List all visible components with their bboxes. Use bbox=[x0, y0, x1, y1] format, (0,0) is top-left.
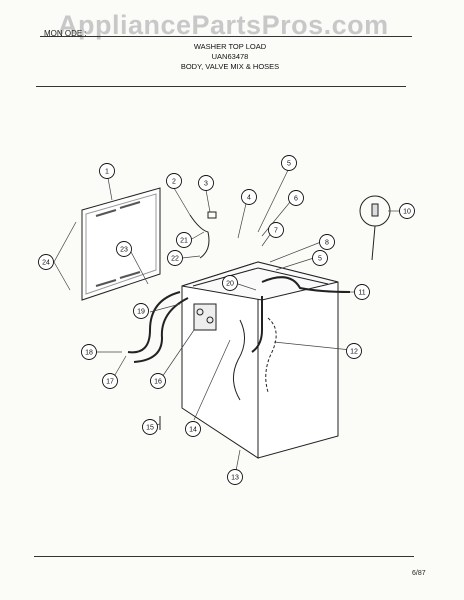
header-rule bbox=[36, 86, 406, 87]
svg-text:1: 1 bbox=[105, 169, 109, 176]
svg-text:15: 15 bbox=[146, 425, 154, 432]
svg-text:10: 10 bbox=[403, 209, 411, 216]
callout-5b: 5 bbox=[312, 250, 328, 266]
svg-text:7: 7 bbox=[274, 228, 278, 235]
svg-text:3: 3 bbox=[204, 181, 208, 188]
callout-10: 10 bbox=[399, 203, 415, 219]
callout-11: 11 bbox=[354, 284, 370, 300]
svg-text:22: 22 bbox=[171, 256, 179, 263]
callout-24: 24 bbox=[38, 254, 54, 270]
fill-hoses bbox=[127, 276, 351, 363]
callout-14: 14 bbox=[185, 421, 201, 437]
title-line-1: WASHER TOP LOAD bbox=[193, 42, 267, 51]
callout-16: 16 bbox=[150, 373, 166, 389]
callout-15: 15 bbox=[142, 419, 158, 435]
callout-6: 6 bbox=[288, 190, 304, 206]
callout-19: 19 bbox=[133, 303, 149, 319]
callout-17: 17 bbox=[102, 373, 118, 389]
callout-18: 18 bbox=[81, 344, 97, 360]
clip-part bbox=[207, 211, 217, 219]
model-code: MON ODE : bbox=[44, 29, 87, 38]
svg-text:17: 17 bbox=[106, 379, 114, 386]
date-code: 6/87 bbox=[412, 570, 426, 577]
svg-text:4: 4 bbox=[247, 195, 251, 202]
svg-text:11: 11 bbox=[358, 290, 365, 297]
callout-3: 3 bbox=[198, 175, 214, 191]
callout-1: 1 bbox=[99, 163, 115, 179]
title-line-3: BODY, VALVE MIX & HOSES bbox=[180, 62, 280, 71]
drain-hose bbox=[251, 296, 263, 353]
svg-text:5: 5 bbox=[318, 256, 322, 263]
svg-text:23: 23 bbox=[120, 247, 128, 254]
watermark: AppliancePartsPros.com bbox=[58, 10, 389, 40]
svg-text:18: 18 bbox=[85, 350, 93, 357]
callout-21: 21 bbox=[176, 232, 192, 248]
callout-12: 12 bbox=[346, 343, 362, 359]
detail-bubble bbox=[359, 195, 391, 261]
callout-7: 7 bbox=[268, 222, 284, 238]
callout-13: 13 bbox=[227, 469, 243, 485]
footer-rule bbox=[34, 556, 414, 557]
svg-text:14: 14 bbox=[189, 427, 197, 434]
callout-2: 2 bbox=[166, 173, 182, 189]
svg-text:24: 24 bbox=[42, 260, 50, 267]
callout-5: 5 bbox=[281, 155, 297, 171]
svg-text:12: 12 bbox=[350, 349, 358, 356]
cabinet-body bbox=[181, 261, 339, 459]
svg-text:16: 16 bbox=[154, 379, 162, 386]
hose-clamp-part bbox=[189, 214, 210, 259]
callout-8: 8 bbox=[319, 234, 335, 250]
leader-lines bbox=[53, 167, 400, 477]
svg-text:19: 19 bbox=[137, 309, 145, 316]
mixing-valve bbox=[193, 303, 217, 331]
top-rule bbox=[40, 36, 412, 37]
svg-text:8: 8 bbox=[325, 240, 329, 247]
callout-22: 22 bbox=[167, 250, 183, 266]
svg-text:5: 5 bbox=[287, 161, 291, 168]
title-line-2: UAN63478 bbox=[211, 52, 249, 61]
svg-text:20: 20 bbox=[226, 281, 234, 288]
svg-text:2: 2 bbox=[172, 179, 176, 186]
callout-4: 4 bbox=[241, 189, 257, 205]
svg-text:13: 13 bbox=[231, 475, 239, 482]
callout-23: 23 bbox=[116, 241, 132, 257]
callout-20: 20 bbox=[222, 275, 238, 291]
svg-text:21: 21 bbox=[180, 238, 188, 245]
svg-text:6: 6 bbox=[294, 196, 298, 203]
